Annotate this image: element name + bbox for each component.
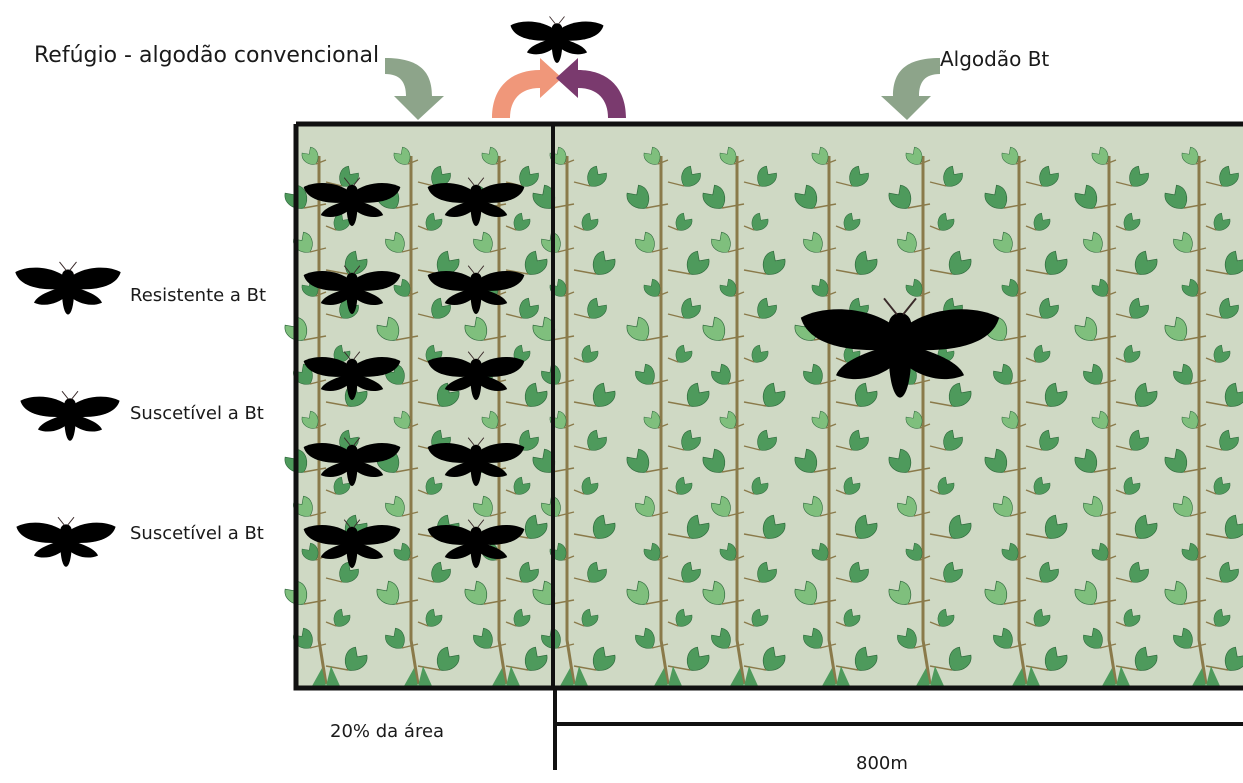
refuge-area-label: 20% da área: [330, 722, 444, 742]
hybrid-moth-top: [511, 17, 604, 64]
mating-arrow-left-icon: [492, 58, 562, 118]
refuge-arrow-icon: [385, 58, 444, 120]
legend-moth-susceptible-icon: [20, 391, 119, 441]
legend-moth-resistant-icon: [15, 262, 120, 315]
legend-susceptible-label: Suscetível a Bt: [130, 404, 264, 424]
refuge-label: Refúgio - algodão convencional: [34, 44, 379, 68]
distance-label: 800m: [856, 754, 908, 774]
legend-resistant-label: Resistente a Bt: [130, 286, 266, 306]
bt-arrow-icon: [881, 58, 940, 120]
legend-hybrid-label: Suscetível a Bt: [130, 524, 264, 544]
legend-moth-hybrid-icon: [16, 517, 115, 567]
mating-arrow-right-icon: [556, 58, 626, 118]
bt-cotton-label: Algodão Bt: [940, 48, 1049, 70]
